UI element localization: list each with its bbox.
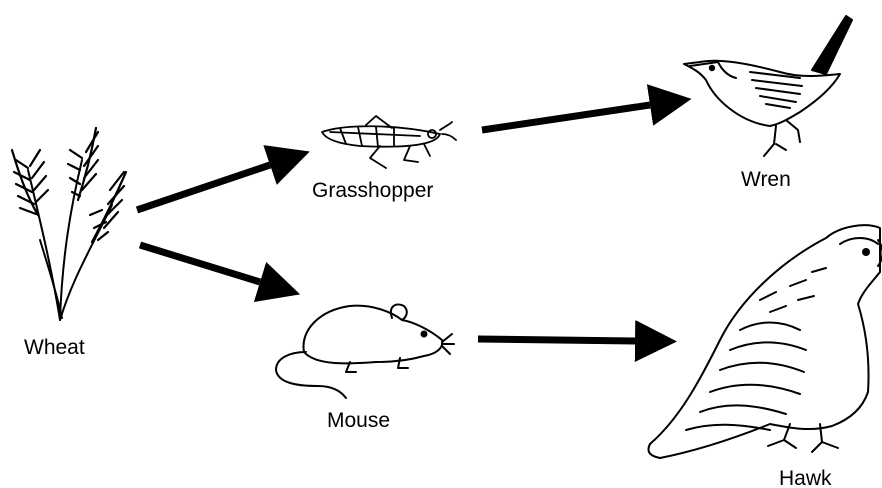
arrow-wheat-to-mouse xyxy=(140,245,260,282)
arrow-grasshopper-to-wren xyxy=(482,105,650,130)
mouse-label: Mouse xyxy=(327,409,390,432)
wren-label: Wren xyxy=(741,168,791,191)
grasshopper-icon xyxy=(322,116,456,168)
hawk-label: Hawk xyxy=(779,467,832,488)
grasshopper-label: Grasshopper xyxy=(312,179,433,202)
wheat-icon xyxy=(12,128,126,320)
arrow-mouse-to-hawk xyxy=(478,339,635,341)
wheat-label: Wheat xyxy=(24,336,85,359)
wren-icon xyxy=(684,16,852,156)
mouse-icon xyxy=(276,305,454,399)
arrow-wheat-to-grasshopper xyxy=(137,165,270,210)
hawk-icon xyxy=(648,225,882,458)
